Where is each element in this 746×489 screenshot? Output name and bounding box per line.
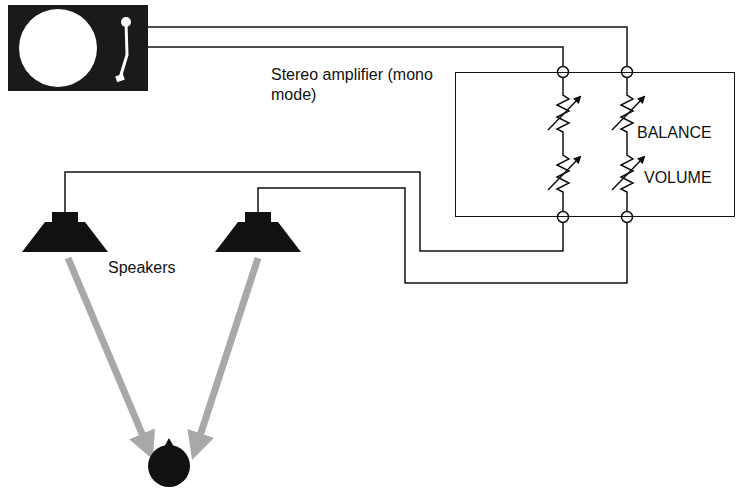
speakers-label: Speakers	[108, 258, 176, 277]
terminal	[558, 67, 633, 223]
resistor-symbol	[548, 78, 644, 211]
control-label: BALANCE	[637, 123, 712, 142]
amplifier-box: Stereo amplifier (mono mode)BALANCEVOLUM…	[455, 72, 735, 217]
signal-wire	[148, 27, 627, 66]
sound-arrow	[68, 258, 258, 448]
amplifier-title: Stereo amplifier (mono mode)	[271, 65, 441, 105]
speaker-wire	[65, 172, 627, 283]
listener-head	[148, 438, 190, 487]
control-label: VOLUME	[644, 168, 712, 187]
turntable	[8, 5, 148, 91]
speaker	[22, 212, 301, 252]
